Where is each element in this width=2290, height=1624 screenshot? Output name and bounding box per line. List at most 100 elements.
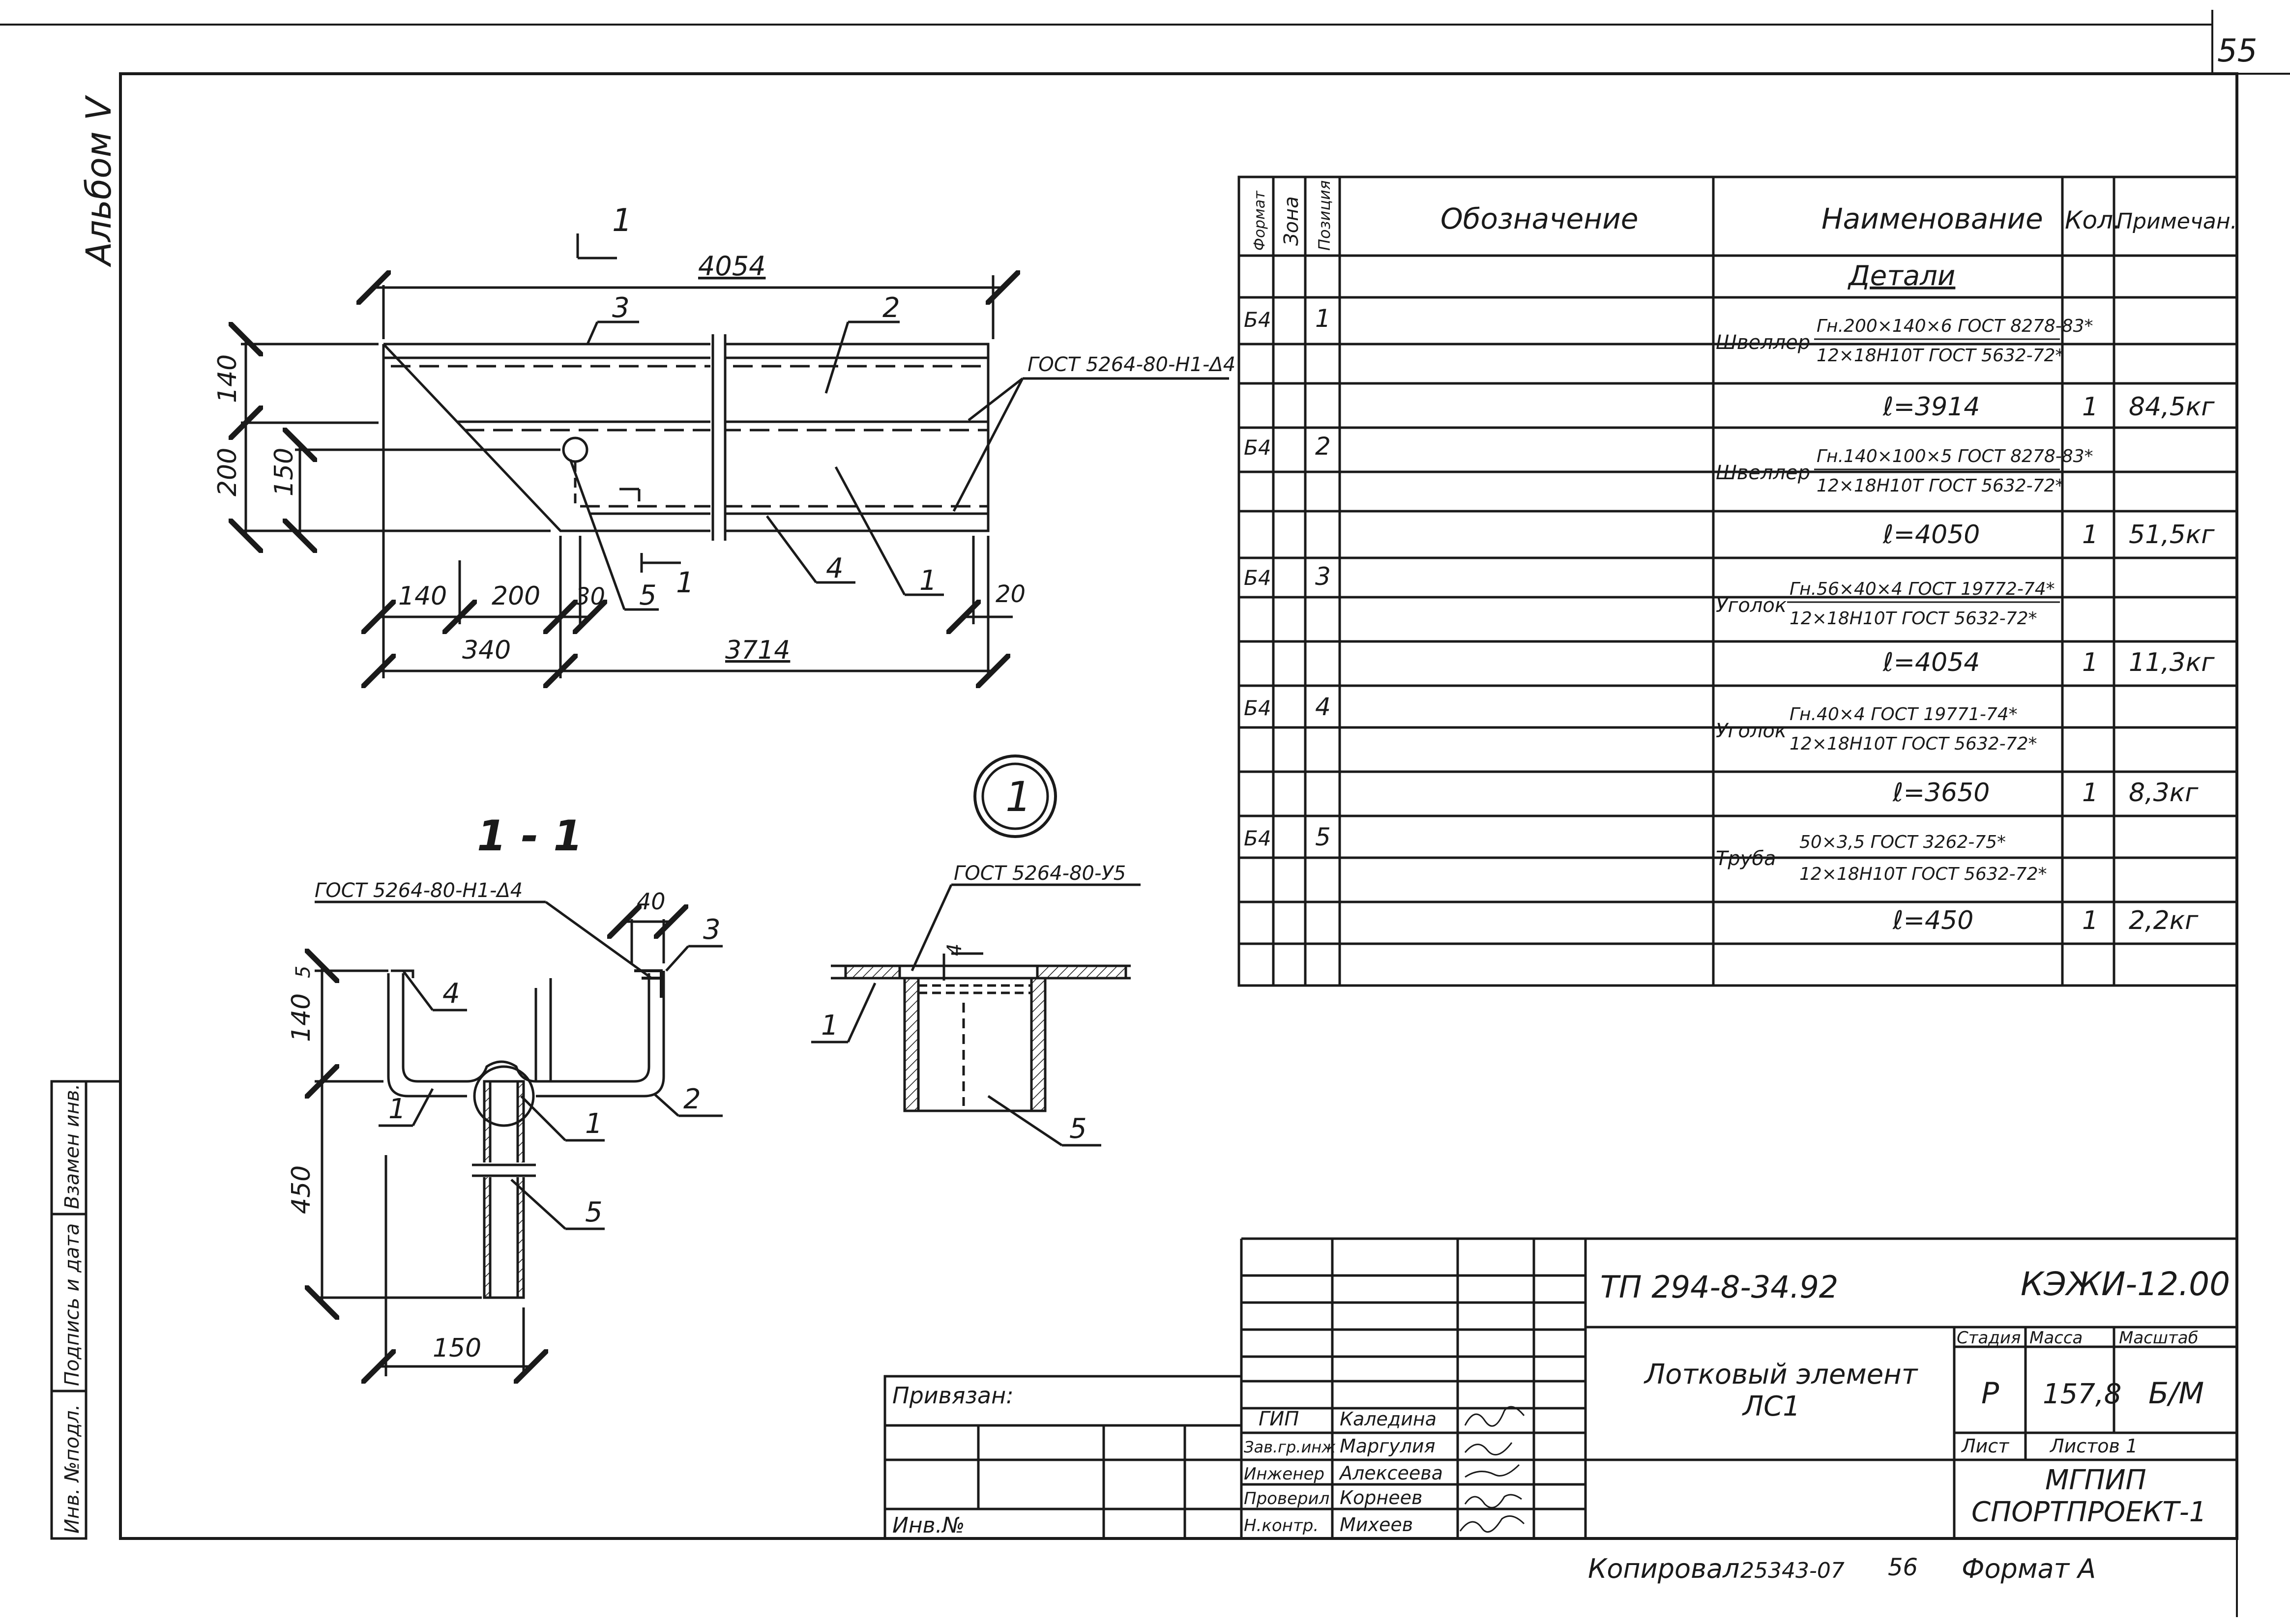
spec-row-pos: 5 bbox=[1315, 823, 1331, 851]
spec-row-note: 51,5кг bbox=[2129, 520, 2215, 550]
section-dim-40: 40 bbox=[637, 888, 666, 915]
spec-row-kind: Швеллер bbox=[1716, 462, 1810, 484]
spec-row-format: Б4 bbox=[1244, 826, 1271, 850]
spec-row-len: ℓ=4054 bbox=[1882, 648, 1980, 677]
spec-row-top: Гн.40×4 ГОСТ 19771-74* bbox=[1790, 704, 2018, 725]
album-label: Альбом V bbox=[79, 95, 119, 267]
node-weld-note: ГОСТ 5264-80-У5 bbox=[954, 862, 1126, 885]
plan-dim-150-v: 150 bbox=[269, 448, 299, 496]
spec-row-len: ℓ=3914 bbox=[1882, 392, 1980, 422]
section-pos-1a: 1 bbox=[388, 1093, 406, 1125]
signer-name: Михеев bbox=[1340, 1514, 1413, 1536]
spec-row-len: ℓ=4050 bbox=[1882, 520, 1980, 550]
spec-row: Б4 3 Уголок Гн.56×40×4 ГОСТ 19772-74* 12… bbox=[1244, 562, 2215, 677]
signer-name: Каледина bbox=[1340, 1408, 1437, 1430]
spec-row-kind: Уголок bbox=[1716, 594, 1787, 617]
spec-row-bottom: 12×18Н10Т ГОСТ 5632-72* bbox=[1817, 346, 2064, 366]
spec-row-top: Гн.200×140×6 ГОСТ 8278-83* bbox=[1817, 316, 2093, 336]
node-marker: 1 bbox=[1005, 773, 1031, 821]
spec-row-pos: 1 bbox=[1315, 304, 1331, 333]
spec-row-kind: Труба bbox=[1716, 847, 1776, 870]
spec-header-designation: Обозначение bbox=[1440, 202, 1638, 235]
plan-dim-3714: 3714 bbox=[725, 636, 790, 665]
mass-label: Масса bbox=[2029, 1328, 2083, 1348]
spec-table bbox=[1237, 175, 2238, 987]
stamp-vzam-inv: Взамен инв. bbox=[61, 1084, 84, 1209]
section-dim-150: 150 bbox=[433, 1334, 481, 1363]
section-view bbox=[315, 900, 723, 1376]
spec-row-pos: 4 bbox=[1315, 693, 1331, 721]
spec-row-top: Гн.140×100×5 ГОСТ 8278-83* bbox=[1817, 446, 2093, 466]
footer-code: 25343-07 bbox=[1740, 1558, 1845, 1583]
spec-section-title: Детали bbox=[1847, 260, 1955, 292]
section-dim-140: 140 bbox=[287, 993, 316, 1042]
drawing-title-code: ЛС1 bbox=[1742, 1391, 1800, 1422]
section-dim-450: 450 bbox=[287, 1165, 316, 1214]
signer-role: Н.контр. bbox=[1244, 1516, 1319, 1536]
stage-value: Р bbox=[1981, 1376, 1999, 1411]
spec-row-kind: Швеллер bbox=[1716, 331, 1810, 354]
signer-name: Маргулия bbox=[1340, 1435, 1436, 1457]
drawing-title: Лотковый элемент bbox=[1644, 1359, 1918, 1391]
signer-role: Проверил bbox=[1244, 1489, 1329, 1508]
plan-section-mark: 1 bbox=[612, 203, 632, 239]
plan-dim-total: 4054 bbox=[698, 251, 765, 282]
plan-pos-3: 3 bbox=[612, 292, 630, 324]
spec-header-note: Примечан. bbox=[2116, 209, 2237, 234]
stamp-podpis-data: Подпись и дата bbox=[61, 1223, 84, 1386]
org-name-1: МГПИП bbox=[2045, 1464, 2146, 1496]
mass-value: 157,8 bbox=[2043, 1378, 2121, 1410]
spec-row-qty: 1 bbox=[2082, 520, 2098, 550]
spec-row-note: 84,5кг bbox=[2129, 392, 2215, 422]
org-name-2: СПОРТПРОЕКТ-1 bbox=[1971, 1496, 2206, 1528]
node-pos-1: 1 bbox=[821, 1010, 839, 1042]
spec-row-qty: 1 bbox=[2082, 648, 2098, 677]
section-dim-5: 5 bbox=[292, 966, 315, 978]
node-pos-5: 5 bbox=[1069, 1113, 1087, 1145]
plan-pos-1: 1 bbox=[919, 565, 937, 597]
spec-row-bottom: 12×18Н10Т ГОСТ 5632-72* bbox=[1790, 734, 2037, 754]
signer-name: Алексеева bbox=[1338, 1462, 1443, 1484]
sheet-number: 55 bbox=[2217, 33, 2257, 69]
inv-no-label: Инв.№ bbox=[892, 1513, 965, 1538]
spec-row-note: 2,2кг bbox=[2129, 906, 2199, 935]
signer-role: ГИП bbox=[1259, 1408, 1299, 1430]
plan-dim-30: 30 bbox=[575, 583, 605, 610]
section-pos-2: 2 bbox=[683, 1083, 701, 1115]
sheet-label: Лист bbox=[1961, 1435, 2010, 1457]
plan-dim-140-v: 140 bbox=[213, 354, 242, 403]
section-pos-3: 3 bbox=[703, 914, 721, 946]
spec-row-format: Б4 bbox=[1244, 308, 1271, 332]
stamp-inv-podl: Инв. №подл. bbox=[61, 1404, 84, 1534]
plan-dim-200-h: 200 bbox=[492, 581, 540, 611]
spec-row-bottom: 12×18Н10Т ГОСТ 5632-72* bbox=[1817, 476, 2064, 496]
plan-pos-4: 4 bbox=[826, 552, 844, 584]
plan-dim-20: 20 bbox=[996, 580, 1026, 608]
scale-label: Масштаб bbox=[2119, 1328, 2199, 1348]
spec-row-top: Гн.56×40×4 ГОСТ 19772-74* bbox=[1790, 579, 2055, 599]
left-stamp bbox=[50, 1080, 120, 1540]
plan-pos-5: 5 bbox=[639, 580, 657, 611]
signatures bbox=[1459, 1406, 1525, 1533]
spec-row-bottom: 12×18Н10Т ГОСТ 5632-72* bbox=[1790, 609, 2037, 629]
title-block bbox=[883, 1237, 2237, 1540]
spec-row-qty: 1 bbox=[2082, 392, 2098, 422]
stage-label: Стадия bbox=[1957, 1328, 2021, 1348]
plan-section-mark-bottom: 1 bbox=[676, 566, 694, 599]
spec-row: Б4 5 Труба 50×3,5 ГОСТ 3262-75* 12×18Н10… bbox=[1244, 823, 2199, 935]
spec-row: Б4 4 Уголок Гн.40×4 ГОСТ 19771-74* 12×18… bbox=[1244, 693, 2199, 808]
footer-number: 56 bbox=[1888, 1554, 1918, 1581]
spec-header-format: Формат bbox=[1251, 190, 1268, 251]
spec-row-len: ℓ=450 bbox=[1892, 906, 1973, 935]
spec-row-qty: 1 bbox=[2082, 778, 2098, 808]
plan-view bbox=[241, 233, 1229, 678]
spec-header-name: Наименование bbox=[1821, 202, 2043, 235]
spec-row-format: Б4 bbox=[1244, 566, 1271, 590]
privyazan-label: Привязан: bbox=[892, 1382, 1014, 1409]
section-weld-note: ГОСТ 5264-80-Н1-Δ4 bbox=[315, 879, 523, 902]
spec-row: Б4 1 Швеллер Гн.200×140×6 ГОСТ 8278-83* … bbox=[1244, 304, 2215, 422]
node-dim-4: 4 bbox=[943, 944, 966, 956]
spec-row-pos: 3 bbox=[1315, 562, 1331, 591]
sheets-label: Листов 1 bbox=[2049, 1435, 2138, 1457]
